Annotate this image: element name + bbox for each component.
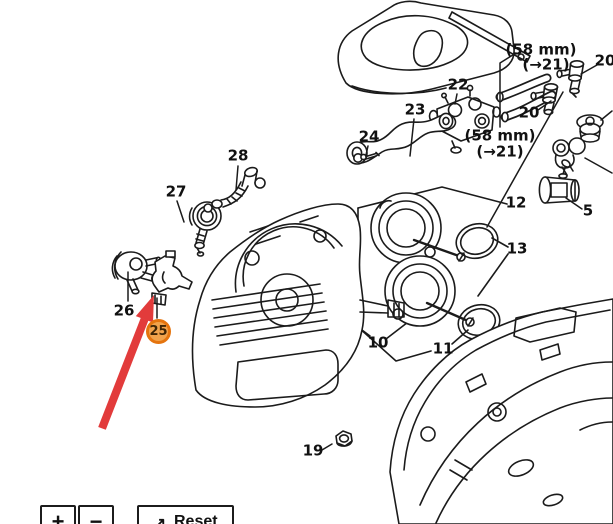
reset-arrow-icon: ↗ <box>153 515 166 524</box>
o-ring-13-part <box>455 222 499 260</box>
nut-19-part <box>335 430 353 447</box>
part-label-19: 19 <box>302 441 324 460</box>
reset-button-label: Reset <box>174 513 218 524</box>
valve-part <box>552 137 586 180</box>
pointer-arrow <box>98 295 154 430</box>
plus-icon: + <box>51 508 65 524</box>
screw-24-part <box>352 151 380 164</box>
engine-block-part <box>191 203 405 408</box>
manifold-part <box>346 112 457 165</box>
pump-assembly-lower-part <box>384 255 475 327</box>
zoom-in-button[interactable]: + <box>40 505 76 524</box>
part-label-5: 5 <box>582 201 594 220</box>
part-label-27: 27 <box>165 182 187 201</box>
part-label-11: 11 <box>432 339 454 358</box>
elbow-fitting-top-part <box>556 59 585 98</box>
reference-label-21-top: (→21) <box>522 55 570 74</box>
part-label-10: 10 <box>367 333 389 352</box>
cap-27-part <box>188 201 222 257</box>
part-label-22: 22 <box>447 75 469 94</box>
part-label-12: 12 <box>505 193 527 212</box>
part-label-26: 26 <box>113 301 135 320</box>
housing-part <box>389 298 613 524</box>
dimension-label-58mm-top: (58 mm) <box>505 40 577 59</box>
zoom-out-button[interactable]: − <box>78 505 114 524</box>
filter-5-part <box>538 159 580 204</box>
part-label-20-right: 20 <box>594 51 613 70</box>
hose-28-part <box>203 166 266 213</box>
plug-part <box>576 114 604 143</box>
minus-icon: − <box>89 508 103 524</box>
part-label-13: 13 <box>506 239 528 258</box>
pump-assembly-upper-part <box>370 192 466 264</box>
reference-label-21-bottom: (→21) <box>476 142 524 161</box>
highlighted-part-badge-25: 25 <box>146 319 171 344</box>
dimension-label-58mm-bottom: (58 mm) <box>464 126 536 145</box>
part-label-20: 20 <box>518 103 540 122</box>
part-label-23: 23 <box>404 100 426 119</box>
part-label-28: 28 <box>227 146 249 165</box>
part-label-24: 24 <box>358 127 380 146</box>
leader-lines <box>127 52 613 451</box>
part-label-25: 25 <box>149 324 168 339</box>
top-cover-part <box>337 0 531 95</box>
reset-view-button[interactable]: ↗ Reset <box>137 505 234 524</box>
